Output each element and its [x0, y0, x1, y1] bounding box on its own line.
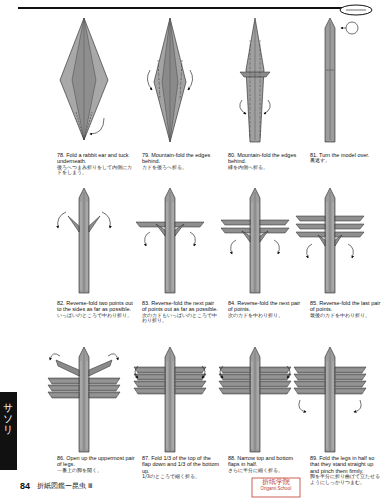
step-caption: 88. Narrow top and bottom flaps in half. — [228, 455, 306, 468]
text-block: サソリ — [3, 402, 15, 435]
text-block: 82. Reverse-fold two points out to the s… — [57, 300, 135, 318]
text-block: 88. Narrow top and bottom flaps in half.… — [228, 455, 306, 473]
step-caption: 82. Reverse-fold two points out to the s… — [57, 300, 135, 313]
text-block: 89. Fold the legs in half so that they s… — [310, 455, 382, 485]
chapter-tab: サソリ — [3, 402, 13, 435]
step-caption-ja: 最後のカドを中わり折り。 — [310, 313, 382, 319]
step-caption-ja: 次のカドもいっぱいのところで中わり折り。 — [142, 313, 220, 325]
step-caption: 78. Fold a rabbit ear and tuck underneat… — [57, 152, 135, 165]
step-caption: 87. Fold 1/3 of the top of the flap down… — [142, 455, 220, 474]
book-title: 折紙図鑑ー昆虫 Ⅲ — [37, 483, 127, 490]
text-block: 87. Fold 1/3 of the top of the flap down… — [142, 455, 220, 480]
text-block: 折纸学院Origami School — [253, 479, 299, 492]
step-caption: 79. Mountain-fold the edges behind. — [142, 152, 220, 165]
watermark: Origami School — [253, 486, 299, 491]
step-caption: 86. Open up the uppermost pair of legs. — [57, 455, 135, 468]
step-caption-ja: さらに半分に細く折る。 — [228, 468, 306, 474]
text-block: 84. Reverse-fold the next pair of points… — [228, 300, 306, 318]
step-caption-ja: 後ろへつまみ折りをして内側にカドをしまう。 — [57, 165, 135, 177]
text-block: 79. Mountain-fold the edges behind.カドを後ろ… — [142, 152, 220, 170]
step-caption: 84. Reverse-fold the next pair of points… — [228, 300, 306, 313]
step-caption: 89. Fold the legs in half so that they s… — [310, 455, 382, 474]
step-caption-ja: カドを後ろへ折る。 — [142, 165, 220, 171]
text-block: 折紙図鑑ー昆虫 Ⅲ — [37, 483, 127, 490]
step-caption-ja: 裏返す。 — [310, 158, 382, 164]
step-caption-ja: 次のカドを中わり折り。 — [228, 313, 306, 319]
text-block: 84 — [20, 481, 36, 491]
watermark: 折纸学院 — [253, 479, 299, 486]
step-caption-ja: 脚を半分に折り曲げて立たせるようにしっかりつまむ。 — [310, 474, 382, 486]
text-block: 86. Open up the uppermost pair of legs.一… — [57, 455, 135, 473]
step-caption-ja: 縁を内側へ折る。 — [228, 165, 306, 171]
step-caption-ja: いっぱいのところで中わり折り。 — [57, 313, 135, 319]
text-block: 78. Fold a rabbit ear and tuck underneat… — [57, 152, 135, 176]
step-caption: 80. Mountain-fold the edges behind. — [228, 152, 306, 165]
text-block: 80. Mountain-fold the edges behind.縁を内側へ… — [228, 152, 306, 170]
step-caption: 83. Reverse-fold the next pair of points… — [142, 300, 220, 313]
step-caption: 85. Reverse-fold the last pair of points… — [310, 300, 382, 313]
text-block: 81. Turn the model over.裏返す。 — [310, 152, 382, 164]
step-caption-ja: 一番上の脚を開く。 — [57, 468, 135, 474]
text-block: 85. Reverse-fold the last pair of points… — [310, 300, 382, 318]
text-block: 83. Reverse-fold the next pair of points… — [142, 300, 220, 324]
page-number: 84 — [20, 481, 36, 491]
step-caption-ja: 1/3のところで細く折る。 — [142, 474, 220, 480]
